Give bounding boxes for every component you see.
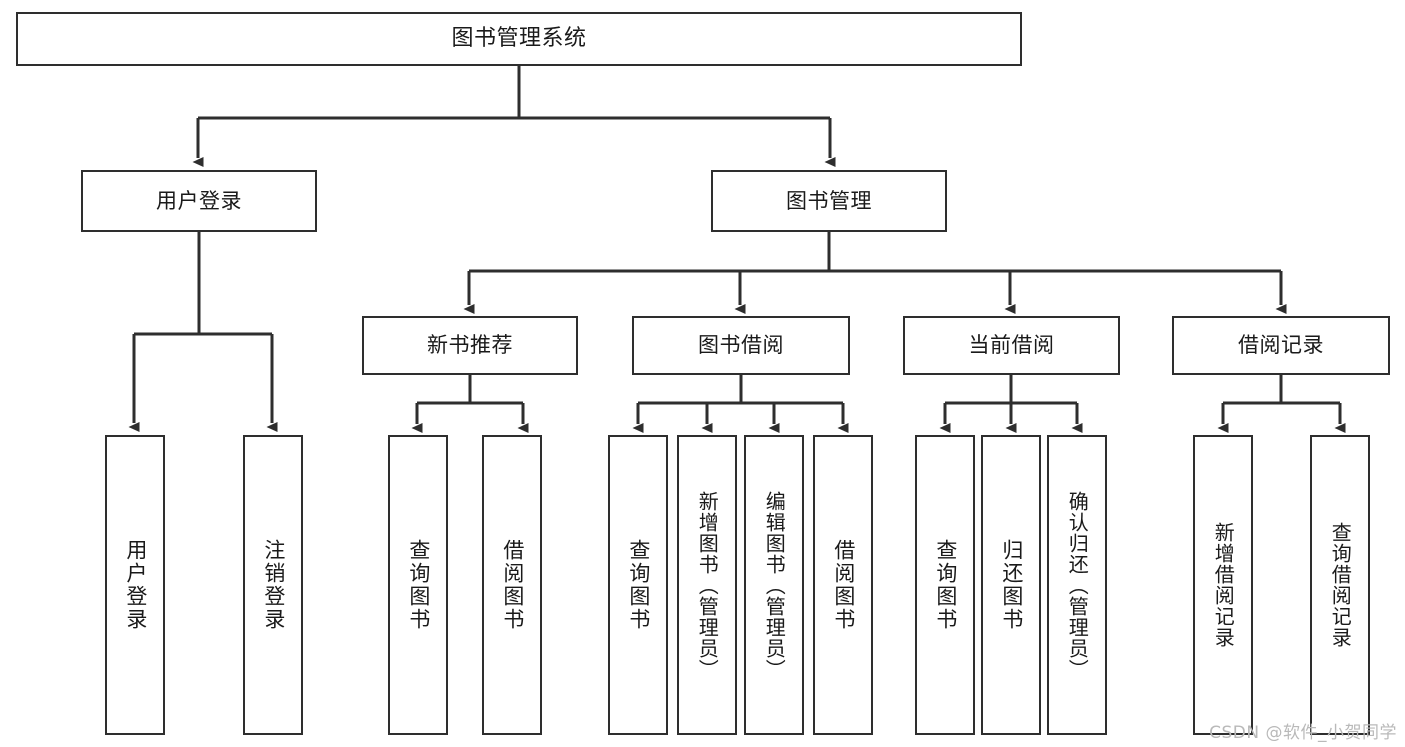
node-label: 图书借阅 <box>698 333 784 358</box>
node-label: 归还图书 <box>999 539 1024 631</box>
csdn-watermark: CSDN @软件_小贺同学 <box>1209 723 1397 743</box>
node-label: 借阅图书 <box>831 539 856 631</box>
leaf-query-book-current[interactable]: 查询图书 <box>915 435 975 735</box>
node-label: 当前借阅 <box>968 333 1055 358</box>
leaf-query-book-new[interactable]: 查询图书 <box>388 435 448 735</box>
node-label: 查询图书 <box>933 539 958 631</box>
leaf-add-book-admin[interactable]: 新增图书（管理员） <box>677 435 737 735</box>
node-label: 注销登录 <box>261 539 286 631</box>
node-label: 图书管理 <box>786 188 872 213</box>
leaf-user-login[interactable]: 用户登录 <box>105 435 165 735</box>
leaf-add-borrow-record[interactable]: 新增借阅记录 <box>1193 435 1253 735</box>
leaf-edit-book-admin[interactable]: 编辑图书（管理员） <box>744 435 804 735</box>
node-label: 用户登录 <box>123 539 148 631</box>
node-root-book-management-system[interactable]: 图书管理系统 <box>16 12 1022 66</box>
node-label: 查询借阅记录 <box>1328 522 1353 648</box>
node-user-login[interactable]: 用户登录 <box>81 170 317 232</box>
node-label: 新书推荐 <box>427 333 513 358</box>
leaf-return-book[interactable]: 归还图书 <box>981 435 1041 735</box>
leaf-borrow-book-new[interactable]: 借阅图书 <box>482 435 542 735</box>
node-label: 用户登录 <box>156 188 242 213</box>
leaf-query-book-borrow[interactable]: 查询图书 <box>608 435 668 735</box>
node-label: 确认归还（管理员） <box>1065 490 1090 680</box>
node-label: 新增图书（管理员） <box>695 490 720 680</box>
node-label: 编辑图书（管理员） <box>762 490 787 680</box>
node-label: 查询图书 <box>406 539 431 631</box>
leaf-logout[interactable]: 注销登录 <box>243 435 303 735</box>
leaf-borrow-book[interactable]: 借阅图书 <box>813 435 873 735</box>
node-label: 新增借阅记录 <box>1211 522 1236 648</box>
node-label: 查询图书 <box>626 539 651 631</box>
node-label: 借阅记录 <box>1238 333 1324 358</box>
node-current-borrowing[interactable]: 当前借阅 <box>903 316 1120 375</box>
leaf-query-borrow-record[interactable]: 查询借阅记录 <box>1310 435 1370 735</box>
node-new-book-recommendation[interactable]: 新书推荐 <box>362 316 578 375</box>
node-book-borrowing[interactable]: 图书借阅 <box>632 316 850 375</box>
node-label: 图书管理系统 <box>451 26 587 52</box>
node-book-management[interactable]: 图书管理 <box>711 170 947 232</box>
leaf-confirm-return-admin[interactable]: 确认归还（管理员） <box>1047 435 1107 735</box>
node-borrowing-record[interactable]: 借阅记录 <box>1172 316 1390 375</box>
node-label: 借阅图书 <box>500 539 525 631</box>
